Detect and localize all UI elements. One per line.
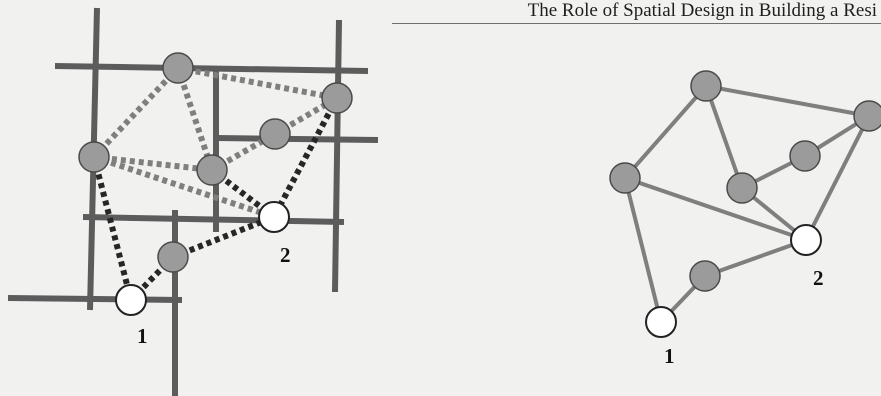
street-vertical-4 [332, 19, 342, 293]
network-node [162, 52, 194, 84]
link-dark [171, 214, 276, 260]
link-grey [93, 154, 213, 173]
graph-edge [704, 238, 807, 278]
graph-edges [623, 84, 871, 324]
graph-edge [704, 85, 744, 189]
origin-node-1 [115, 284, 147, 316]
right-node-label-1: 1 [664, 344, 675, 368]
graph-edge [705, 84, 870, 118]
left-nodes [78, 52, 353, 316]
link-grey [91, 65, 181, 160]
graph-node [690, 70, 722, 102]
network-node [259, 118, 291, 150]
street-horizontal-3 [82, 214, 345, 225]
graph-node [609, 162, 641, 194]
graph-node [789, 140, 821, 172]
network-node [78, 141, 110, 173]
network-node [157, 241, 189, 273]
graph-edge [804, 115, 871, 241]
left-node-label-1: 1 [137, 324, 148, 348]
street-horizontal-2 [215, 135, 379, 143]
left-node-label-2: 2 [280, 243, 291, 267]
link-dark [91, 156, 134, 301]
street-horizontal-4 [7, 295, 183, 303]
graph-edge [623, 84, 708, 180]
network-node [321, 82, 353, 114]
header-rule [392, 23, 881, 24]
graph-node [726, 172, 758, 204]
graph-edge [623, 177, 663, 323]
right-node-label-2: 2 [813, 266, 824, 290]
origin-node-2 [258, 201, 290, 233]
graph-node [689, 260, 721, 292]
street-horizontal-1 [54, 63, 369, 74]
link-grey [93, 154, 275, 220]
graph-edge [624, 176, 807, 242]
graph-nodes [609, 70, 881, 338]
link-grey [175, 67, 215, 171]
link-dark [271, 96, 340, 219]
graph-node [853, 100, 881, 132]
running-header-title: The Role of Spatial Design in Building a… [527, 0, 877, 21]
network-node [196, 154, 228, 186]
graph-origin-node-2 [790, 224, 822, 256]
graph-origin-node-1 [645, 306, 677, 338]
